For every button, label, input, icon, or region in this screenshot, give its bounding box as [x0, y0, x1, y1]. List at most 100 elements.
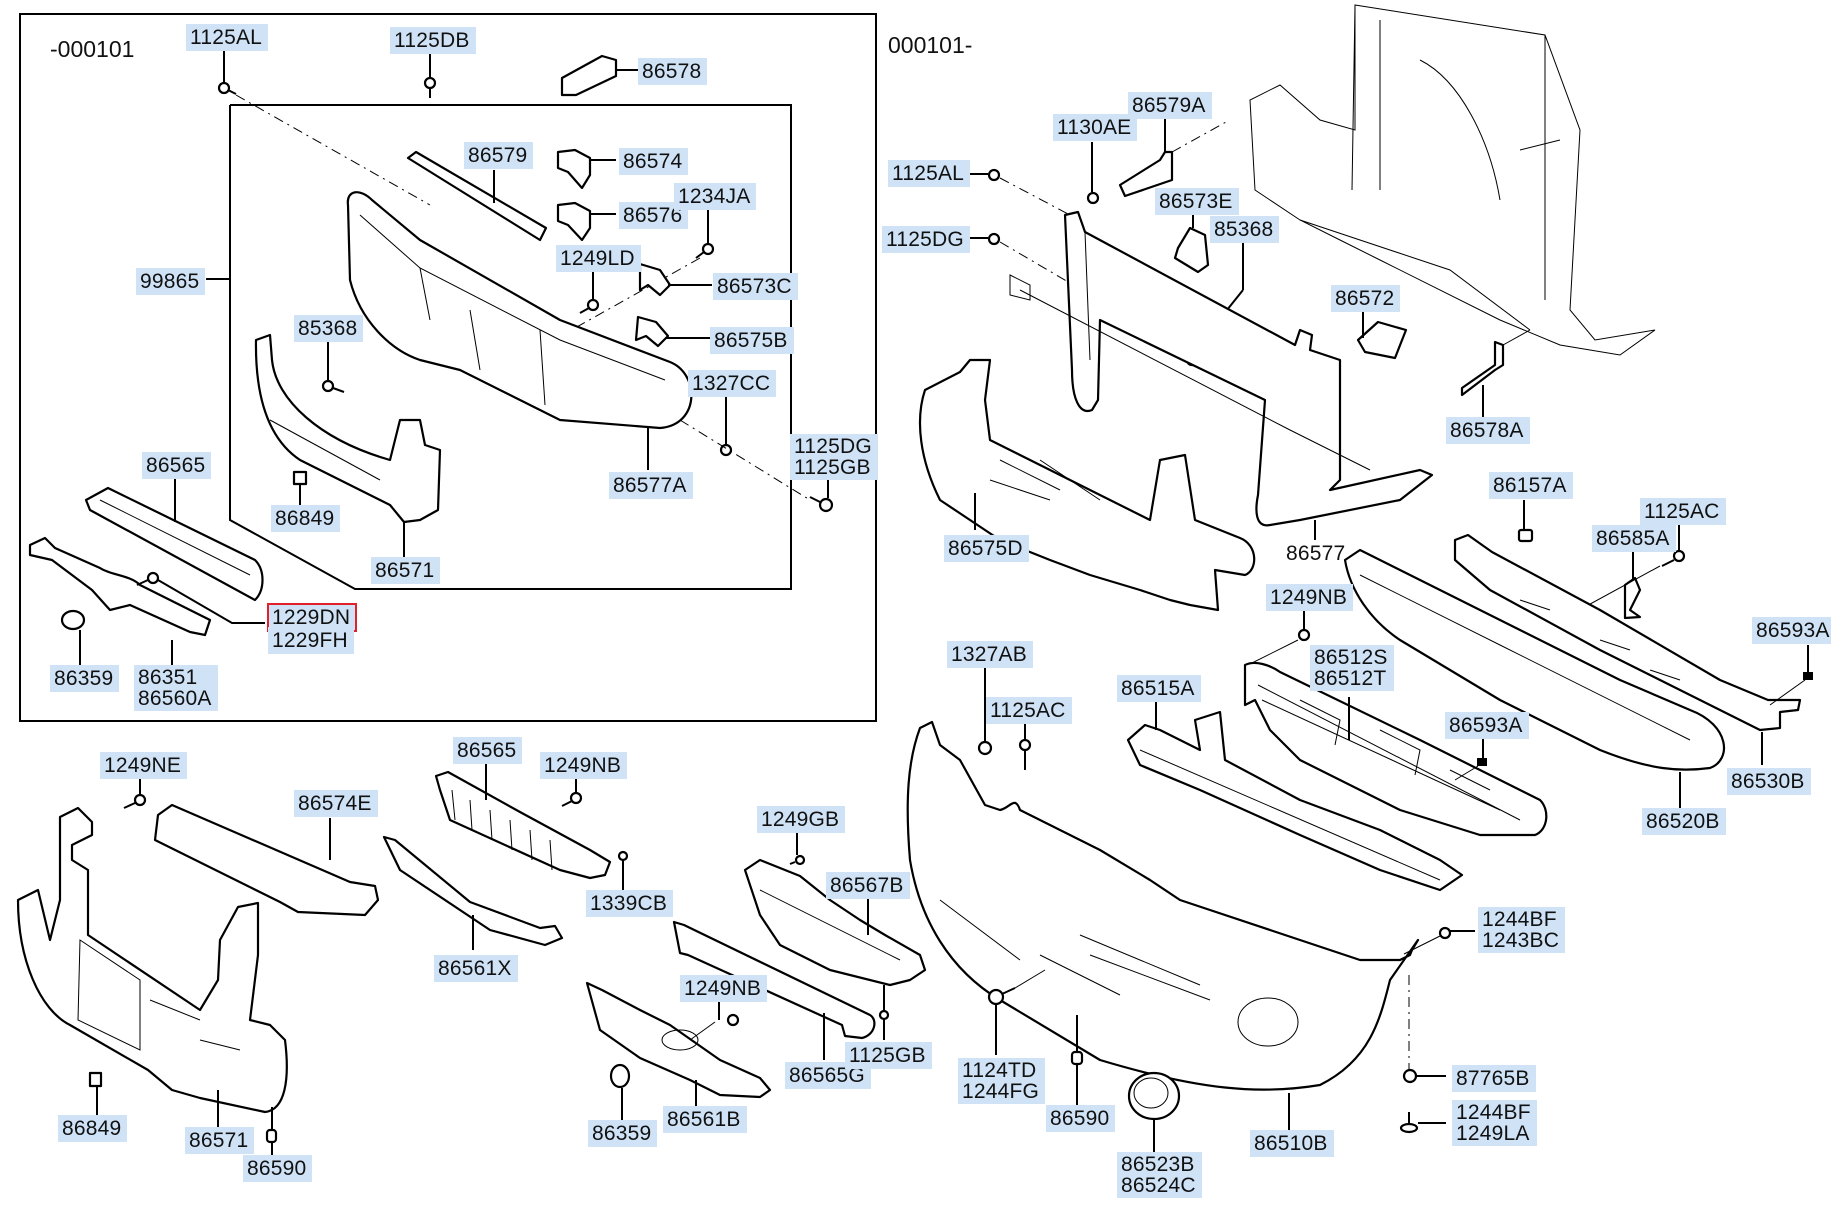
part-label-86575B[interactable]: 86575B	[710, 327, 794, 354]
cap-86157A-icon	[1517, 500, 1534, 543]
bolt-1124TD-icon	[987, 969, 1046, 1055]
bolt-1125GB-icon	[878, 985, 890, 1040]
bolt-1125AC-icon	[1661, 522, 1686, 567]
part-label-85368-right[interactable]: 85368	[1210, 216, 1280, 243]
part-label-86510B[interactable]: 86510B	[1250, 1130, 1334, 1157]
part-label-1125AC-lower[interactable]: 1125AC	[986, 697, 1072, 724]
part-label-1244BF-1249LA[interactable]: 1244BF 1249LA	[1452, 1100, 1537, 1146]
part-label-86577[interactable]: 86577	[1286, 542, 1346, 565]
part-label-86590-lower[interactable]: 86590	[243, 1155, 313, 1182]
bolt-85368-icon	[321, 379, 345, 393]
part-label-1249NE[interactable]: 1249NE	[100, 752, 188, 779]
radiator-support-icon	[1249, 4, 1656, 356]
part-label-1244BF-1243BC[interactable]: 1244BF 1243BC	[1478, 907, 1566, 953]
part-label-1125AL-right[interactable]: 1125AL	[888, 160, 971, 187]
bolt-1234JA-icon	[695, 208, 715, 259]
part-label-86579[interactable]: 86579	[464, 142, 534, 169]
part-label-86574[interactable]: 86574	[619, 148, 689, 175]
bolt-1125AL-right-icon	[965, 168, 1001, 182]
part-label-86585A[interactable]: 86585A	[1592, 525, 1676, 552]
part-label-1249NB-grille[interactable]: 1249NB	[1266, 584, 1354, 611]
part-label-86578A[interactable]: 86578A	[1446, 417, 1530, 444]
part-label-87765B[interactable]: 87765B	[1452, 1065, 1536, 1092]
part-label-86565[interactable]: 86565	[142, 452, 212, 479]
part-label-1327CC[interactable]: 1327CC	[688, 370, 777, 397]
clip-86573C-icon	[638, 262, 712, 297]
part-label-86571[interactable]: 86571	[371, 557, 441, 584]
part-label-1125AL[interactable]: 1125AL	[186, 24, 269, 51]
screw-1249NB-lower-icon	[561, 776, 583, 807]
clip-86590-right-icon	[1070, 1015, 1084, 1105]
part-label-86530B[interactable]: 86530B	[1727, 768, 1811, 795]
part-label-86577A[interactable]: 86577A	[609, 472, 693, 499]
part-label-86849-lower[interactable]: 86849	[58, 1115, 128, 1142]
part-label-86574E[interactable]: 86574E	[294, 790, 378, 817]
part-label-86579A[interactable]: 86579A	[1128, 92, 1212, 119]
fog-cover-86523B-icon	[1127, 1071, 1181, 1152]
bumper-beam-86575D-icon	[918, 358, 1256, 612]
part-label-1125DB[interactable]: 1125DB	[390, 27, 476, 54]
part-label-86157A[interactable]: 86157A	[1489, 472, 1573, 499]
clip-86576-icon	[556, 201, 616, 242]
part-label-86578[interactable]: 86578	[638, 58, 708, 85]
part-label-1234JA[interactable]: 1234JA	[674, 183, 757, 210]
part-label-1249NB-lower[interactable]: 1249NB	[540, 752, 628, 779]
part-label-86573E[interactable]: 86573E	[1155, 188, 1239, 215]
screw-1249LA-icon	[1399, 1112, 1446, 1134]
bolt-1249NE-icon	[123, 776, 147, 809]
bolt-1125AC-lower-icon	[1018, 722, 1032, 770]
part-label-85368[interactable]: 85368	[294, 315, 364, 342]
part-label-86561X[interactable]: 86561X	[434, 955, 518, 982]
part-label-1125DG-right[interactable]: 1125DG	[882, 226, 970, 253]
grille-86512S-icon	[1243, 661, 1548, 837]
part-label-86520B[interactable]: 86520B	[1642, 808, 1726, 835]
part-label-1339CB[interactable]: 1339CB	[586, 890, 674, 917]
part-label-86572[interactable]: 86572	[1331, 285, 1401, 312]
part-label-1249GB[interactable]: 1249GB	[757, 806, 846, 833]
part-label-86573C[interactable]: 86573C	[713, 273, 798, 300]
part-label-86575D[interactable]: 86575D	[944, 535, 1029, 562]
part-label-86593A-right[interactable]: 86593A	[1752, 617, 1831, 644]
part-label-1229FH[interactable]: 1229FH	[268, 627, 354, 654]
part-label-86849[interactable]: 86849	[271, 505, 341, 532]
garnish-86565-icon	[84, 486, 264, 602]
part-label-99865[interactable]: 99865	[136, 268, 206, 295]
clip-86575B-icon	[634, 315, 712, 348]
part-label-86593A-mid[interactable]: 86593A	[1445, 712, 1529, 739]
part-label-86359-lower[interactable]: 86359	[588, 1120, 658, 1147]
part-label-1249NB-bottom[interactable]: 1249NB	[680, 975, 768, 1002]
part-label-1125DG-1125GB[interactable]: 1125DG 1125GB	[790, 434, 878, 480]
bracket-86572-icon	[1356, 312, 1408, 360]
part-label-86359[interactable]: 86359	[50, 665, 120, 692]
grille-guard-86577A-icon	[346, 191, 693, 430]
part-label-1327AB[interactable]: 1327AB	[947, 641, 1033, 668]
part-label-1125AC-right[interactable]: 1125AC	[1640, 498, 1726, 525]
clip-86590-lower-icon	[265, 1107, 278, 1157]
part-label-86351-86560A[interactable]: 86351 86560A	[134, 665, 218, 711]
part-label-86515A[interactable]: 86515A	[1117, 675, 1201, 702]
cap-86849-icon	[292, 470, 308, 486]
part-label-1125GB[interactable]: 1125GB	[845, 1042, 932, 1069]
part-label-86565-lower[interactable]: 86565	[453, 737, 523, 764]
part-label-86512S-86512T[interactable]: 86512S 86512T	[1310, 645, 1394, 691]
bolt-1125DG-icon	[809, 480, 834, 513]
part-label-86523B-86524C[interactable]: 86523B 86524C	[1117, 1152, 1202, 1198]
serial-range-post: 000101-	[888, 32, 973, 58]
bracket-86578-icon	[560, 54, 640, 97]
grille-86565-icon	[434, 770, 612, 880]
part-label-86561B[interactable]: 86561B	[663, 1106, 747, 1133]
part-label-1249LD[interactable]: 1249LD	[556, 245, 641, 272]
bracket-86567B-icon	[743, 858, 927, 987]
badge-86359-lower-icon	[609, 1063, 631, 1122]
part-label-1124TD-1244FG[interactable]: 1124TD 1244FG	[958, 1058, 1046, 1104]
grille-guard-86577-icon	[1009, 210, 1434, 527]
part-label-86590-right[interactable]: 86590	[1046, 1105, 1116, 1132]
pre-000101-frame	[19, 13, 877, 722]
cap-86849-lower-icon	[88, 1071, 103, 1115]
part-label-1229DN-selected[interactable]: 1229DN	[266, 603, 358, 632]
screw-1229DN-icon	[136, 571, 160, 586]
part-label-1130AE[interactable]: 1130AE	[1053, 114, 1138, 141]
part-label-86571-lower[interactable]: 86571	[185, 1127, 255, 1154]
part-label-86567B[interactable]: 86567B	[826, 872, 910, 899]
